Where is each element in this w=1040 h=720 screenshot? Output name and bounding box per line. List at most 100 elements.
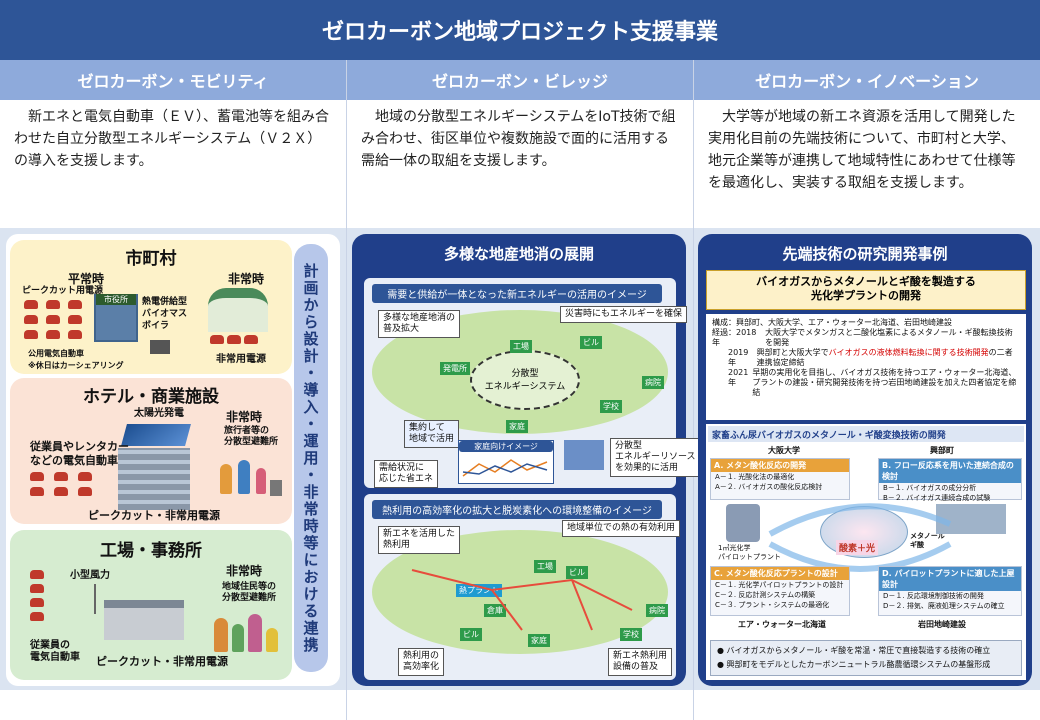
energy-system-ellipse: 分散型 エネルギーシステム (470, 350, 580, 410)
goal-text: 興部町をモデルとしたカーボンニュートラル酪農循環システムの基盤形成 (726, 660, 991, 669)
divider (346, 60, 347, 720)
task-heading: B. フロー反応系を用いた連続合成の検討 (879, 459, 1021, 483)
goal-item: ● 興部町をモデルとしたカーボンニュートラル酪農循環システムの基盤形成 (717, 658, 1015, 672)
segment-title: 工場・事務所 (100, 541, 202, 561)
label-public-ev: 公用電気自動車 ※休日はカーシェアリング (28, 349, 124, 370)
factory-building-icon (104, 600, 184, 640)
task-item: B－１. バイオガスの成分分析 (883, 484, 977, 492)
history-highlight: バイオガスの液体燃料転換に関する技術開発 (828, 348, 989, 357)
label-emergency: 非常時 (228, 272, 265, 286)
village-title: 多様な地産地消の展開 (443, 245, 594, 263)
travelers-icon (216, 454, 284, 504)
history-year: 経過：2018年 (712, 328, 757, 347)
label-emergency: 非常時 (226, 564, 263, 578)
task-heading: D. パイロットプラントに適した上屋設計 (879, 567, 1021, 591)
label-pilot-plant: 1㎥光化学 パイロットプラント (718, 544, 781, 561)
task-item: C－３. プラント・システムの最適化 (715, 601, 830, 609)
label-products: メタノール ギ酸 (910, 532, 945, 549)
tag-building: ビル (580, 336, 602, 349)
tag-school: 学校 (620, 628, 642, 641)
task-item: C－２. 反応計測システムの構築 (715, 591, 816, 599)
column-heading-mobility: ゼロカーボン・モビリティ (0, 60, 346, 100)
label-osaka-univ: 大阪大学 (768, 446, 800, 455)
task-C: C. メタン酸化反応プラントの設計 C－１. 光化学パイロットプラントの設計 C… (710, 566, 850, 616)
task-heading: C. メタン酸化反応プラントの設計 (711, 567, 849, 580)
box-local-consumption: 多様な地産地消の 普及拡大 (378, 310, 461, 338)
box-aggregate: 集約して 地域で活用 (404, 420, 460, 448)
case-history: 構成：興部町、大阪大学、エア・ウォーター北海道、岩田地崎建設 経過：2018年大… (706, 314, 1026, 420)
tag-school: 学校 (600, 400, 622, 413)
divider (693, 60, 694, 720)
task-B: B. フロー反応系を用いた連続合成の検討 B－１. バイオガスの成分分析 B－２… (878, 458, 1022, 502)
tag-building: ビル (460, 628, 482, 641)
case-title: バイオガスからメタノールとギ酸を製造する 光化学プラントの開発 (706, 270, 1026, 310)
label-emergency: 非常時 (226, 410, 263, 424)
pilot-plant-icon (726, 504, 760, 542)
tag-hospital: 病院 (646, 604, 668, 617)
task-item: D－１. 反応環境制御技術の開発 (883, 592, 984, 600)
generator-icon (150, 340, 170, 354)
label-peak-cut: ピークカット用電源 (22, 286, 104, 296)
box-heat-district: 地域単位での熱の有効利用 (562, 520, 681, 537)
innovation-title: 先端技術の研究開発事例 (782, 245, 948, 263)
column-desc-mobility: 新エネと電気自動車（ＥＶ）、蓄電池等を組み合わせた自立分散型エネルギーシステム（… (0, 100, 346, 228)
solar-house-icon (564, 440, 604, 470)
biogas-facility-icon (936, 504, 1006, 534)
tag-heat-plant: 熱プラント (456, 584, 502, 597)
tech-diagram-title: 家畜ふん尿バイオガスのメタノール・ギ酸変換技術の開発 (708, 426, 1024, 442)
tag-warehouse: 倉庫 (484, 604, 506, 617)
label-emergency-power: 非常用電源 (216, 354, 266, 365)
hotel-building-icon (118, 448, 190, 510)
tag-home: 家庭 (528, 634, 550, 647)
demand-curve-icon (462, 459, 548, 477)
history-text: の二者連携協定締結 (756, 348, 1013, 367)
column-heading-innovation: ゼロカーボン・イノベーション (694, 60, 1040, 100)
task-item: A－２. バイオガスの酸化反応検討 (715, 483, 823, 491)
history-text: 早期の実用化を目指し、バイオガス技術を持つエア・ウォーター北海道、プラントの建設… (752, 368, 1017, 397)
vertical-banner: 計画から設計・導入・運用・非常時等における連携 (294, 244, 328, 672)
tag-building: ビル (566, 566, 588, 579)
box-new-energy-heat: 新エネを活用した 熱利用 (378, 526, 461, 554)
bullet-icon: ● (717, 660, 727, 669)
segment-title: ホテル・商業施設 (83, 387, 219, 407)
home-inset: 家庭向けイメージ (458, 440, 554, 484)
page-title: ゼロカーボン地域プロジェクト支援事業 (0, 0, 1040, 60)
gym-building-icon (208, 288, 268, 332)
history-year: 2019年 (728, 348, 749, 367)
ev-fleet-icon (30, 570, 44, 621)
goal-item: ● バイオガスからメタノール・ギ酸を常温・常圧で直接製造する技術の確立 (717, 644, 1015, 658)
label-wind: 小型風力 (70, 570, 110, 581)
label-solar: 太陽光発電 (134, 408, 184, 419)
home-inset-title: 家庭向けイメージ (459, 441, 553, 452)
label-resident-evac: 地域住民等の 分散型避難所 (222, 582, 277, 603)
label-air-water: エア・ウォーター北海道 (738, 620, 826, 629)
history-text: 興部町と大阪大学で (756, 348, 829, 357)
ev-fleet-icon (24, 300, 84, 339)
tag-factory: 工場 (510, 340, 532, 353)
label-employee-ev: 従業員の 電気自動車 (30, 640, 80, 663)
city-hall-sign: 市役所 (96, 294, 136, 305)
label-peak-cut: ピークカット・非常用電源 (96, 655, 228, 668)
village-bar-2: 熱利用の高効率化の拡大と脱炭素化への環境整備のイメージ (372, 500, 662, 519)
cycle-arrows (768, 503, 952, 572)
task-item: B－２. バイオガス連続合成の試験 (883, 494, 991, 502)
segment-title: 市町村 (125, 249, 177, 269)
footer-space (0, 690, 1040, 720)
task-D: D. パイロットプラントに適した上屋設計 D－１. 反応環境制御技術の開発 D－… (878, 566, 1022, 616)
wind-turbine-icon (94, 584, 96, 614)
column-desc-village: 地域の分散型エネルギーシステムをIoT技術で組み合わせ、街区単位や複数施設で面的… (347, 100, 693, 228)
label-rental-ev: 従業員やレンタカー などの電気自動車 (30, 440, 129, 467)
bullet-icon: ● (717, 646, 727, 655)
box-der: 分散型 エネルギーリソース を効果的に活用 (610, 438, 701, 477)
case-composition: 構成：興部町、大阪大学、エア・ウォーター北海道、岩田地崎建設 (712, 318, 952, 327)
task-item: D－２. 排気、廃液処理システムの確立 (883, 602, 1005, 610)
box-heat-efficiency: 熱利用の 高効率化 (398, 648, 445, 676)
city-hall-icon: 市役所 (94, 294, 138, 342)
tag-power-plant: 発電所 (440, 362, 470, 375)
label-normal: 平常時 (68, 272, 105, 286)
task-item: C－１. 光化学パイロットプラントの設計 (715, 581, 844, 589)
heat-pipe-network (411, 569, 633, 631)
tag-home: 家庭 (506, 420, 528, 433)
label-okoppe: 興部町 (930, 446, 954, 455)
solar-panel-icon (121, 424, 191, 446)
